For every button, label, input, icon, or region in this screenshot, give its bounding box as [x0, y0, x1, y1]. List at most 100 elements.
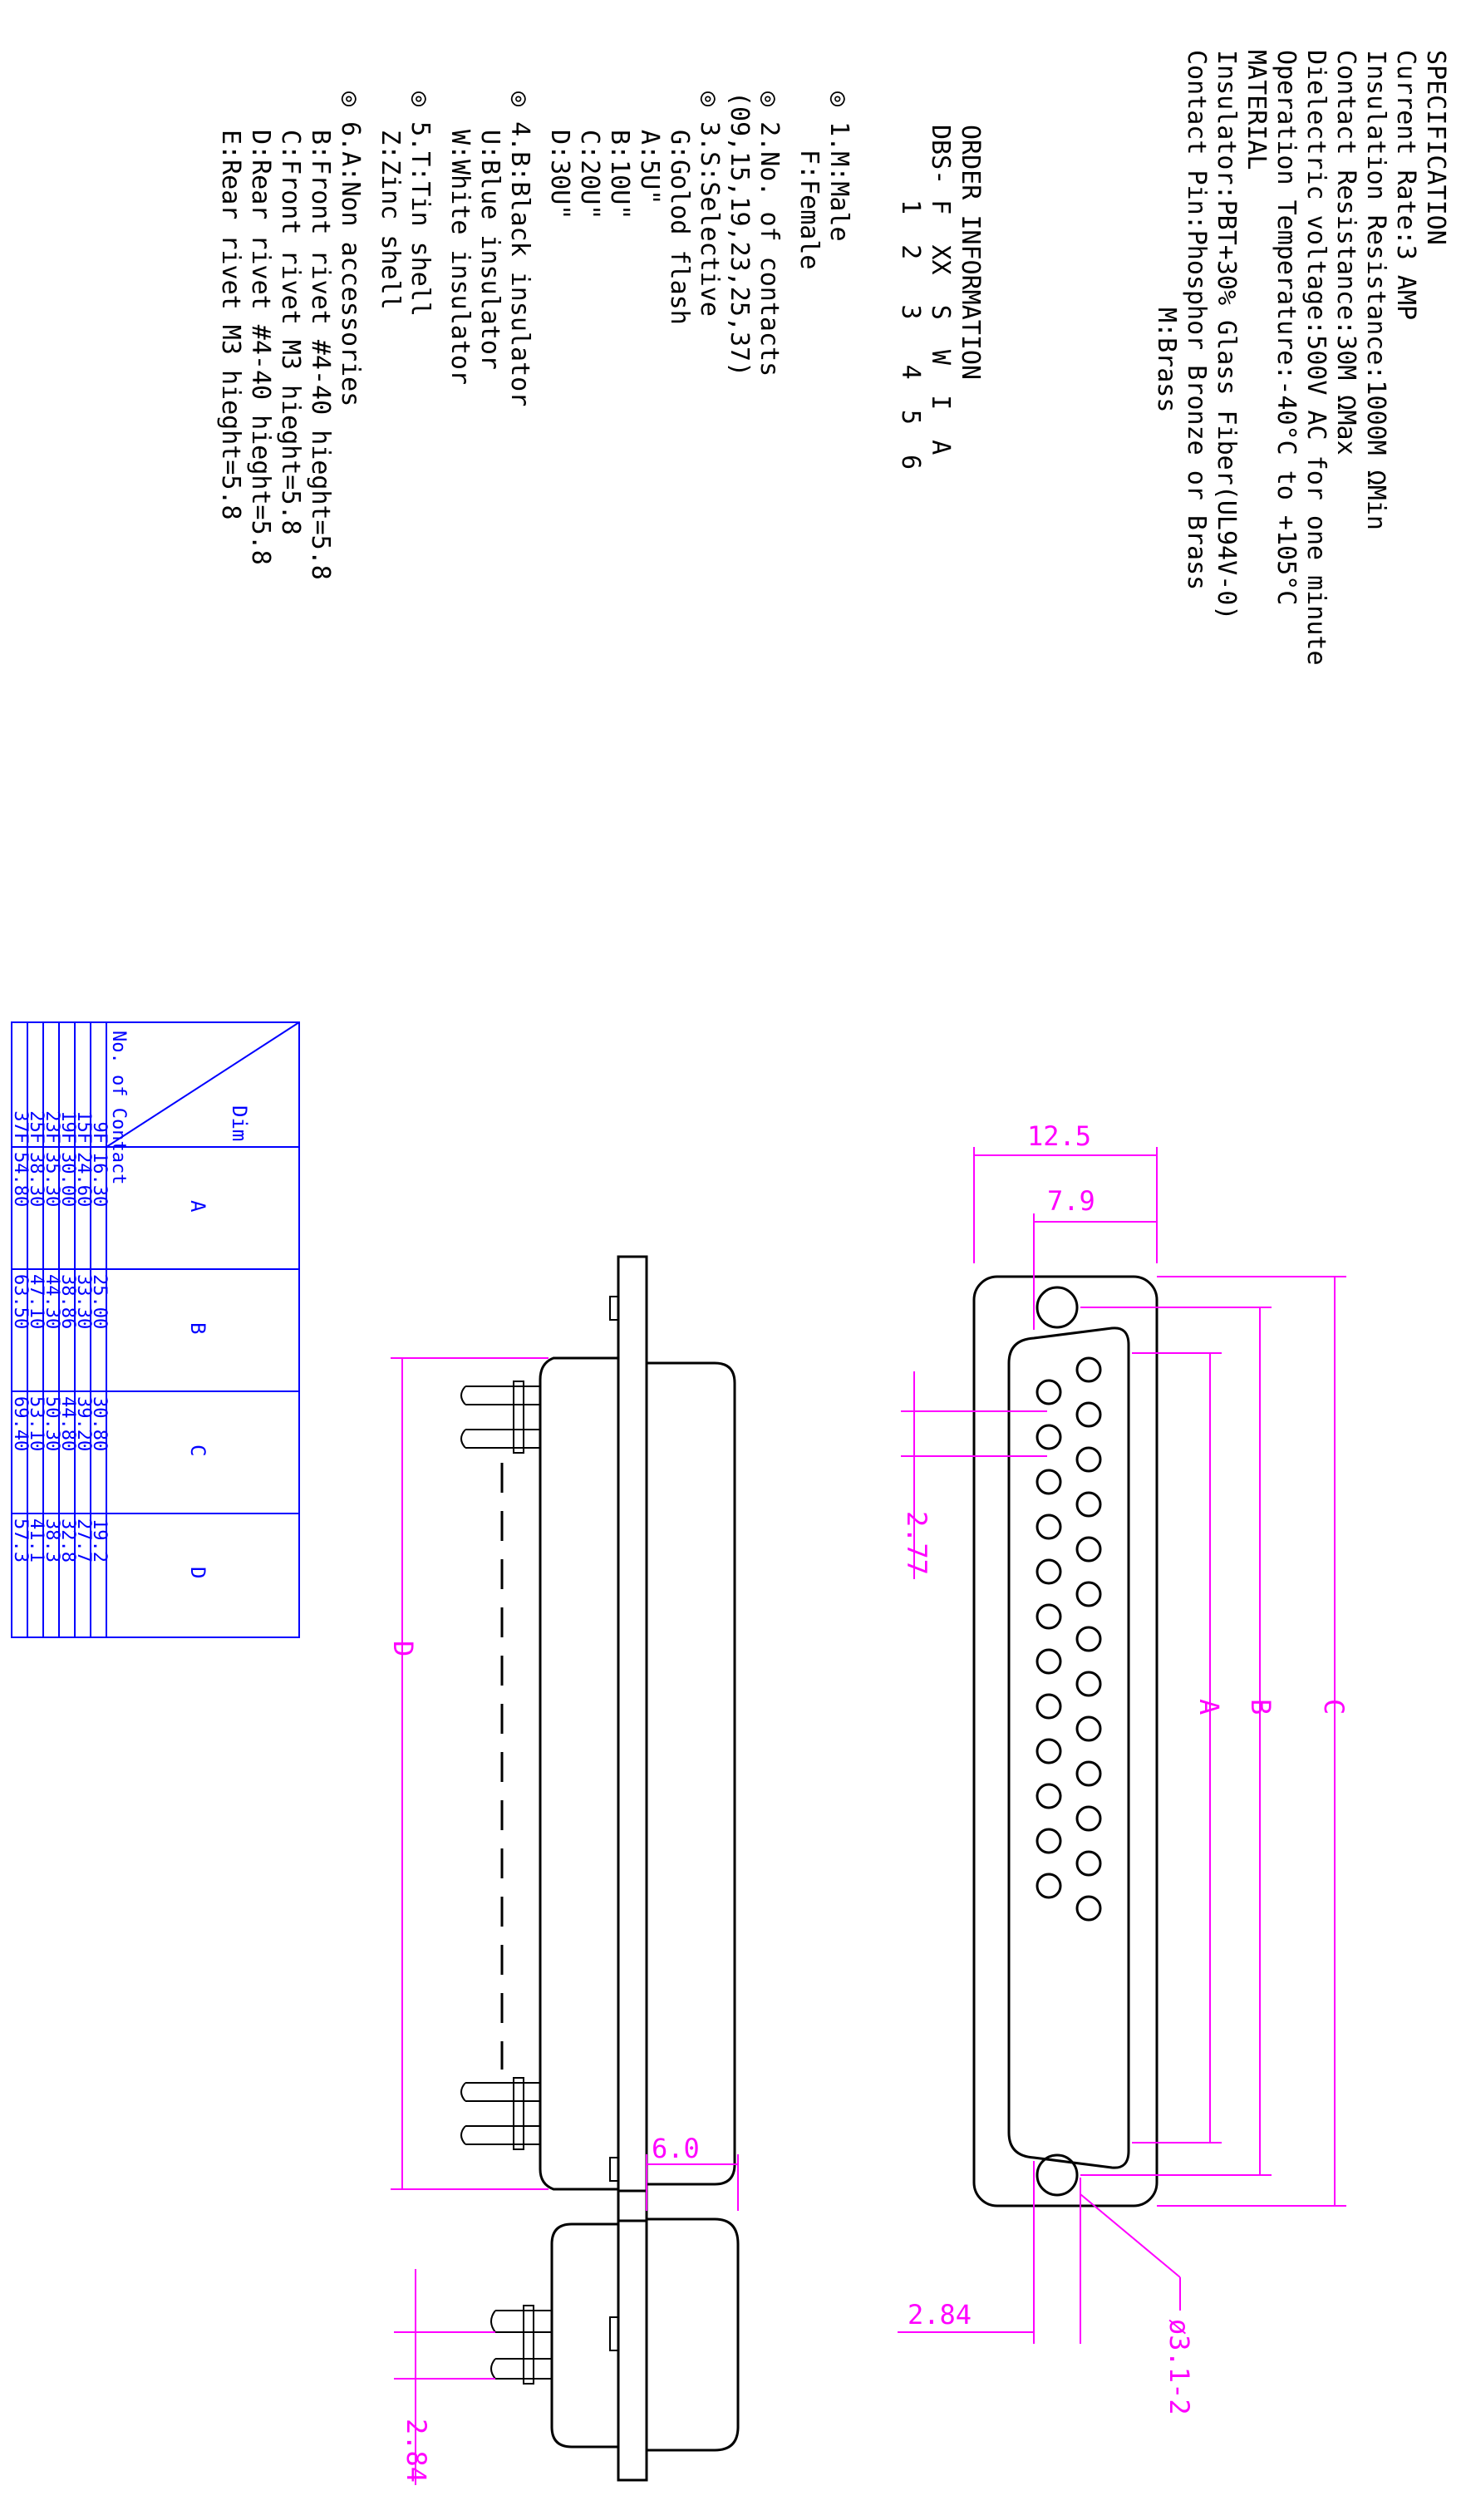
- col-header-a: A: [186, 1200, 209, 1213]
- table-cell-value: 44.80: [57, 1396, 78, 1451]
- table-cell-value: 32.8: [57, 1518, 78, 1563]
- label-c: C: [1318, 1699, 1350, 1715]
- table-cell-value: 57.3: [10, 1518, 31, 1563]
- contact-pin: [1036, 1469, 1062, 1495]
- dim-12-5: 12.5: [1027, 1120, 1091, 1152]
- option-2: ◎ 2.No. of contacts: [755, 91, 784, 377]
- end-view-dimensions: 6.0 2.84: [394, 2133, 739, 2485]
- label-d: D: [387, 1641, 419, 1656]
- option-3-b: B:10U": [605, 130, 634, 219]
- col-header-b: B: [186, 1322, 209, 1334]
- contact-pin: [1036, 1424, 1062, 1450]
- option-6-d: D:Rear rivet #4-40 hieght=5.8: [246, 130, 275, 565]
- table-cell-value: 27.7: [73, 1518, 94, 1563]
- table-cell-contact: 23F: [42, 1110, 62, 1144]
- table-cell-contact: 25F: [26, 1110, 47, 1144]
- order-information-block: ORDER INFORMATION DBS- F XX S W I A 1 2 …: [896, 125, 985, 470]
- table-cell-value: 38.30: [26, 1152, 47, 1207]
- option-3-a: A:5U": [635, 130, 664, 204]
- spec-line: Insulation Resistance:1000M ΩMin: [1361, 50, 1390, 530]
- option-3-g: G:Golod flash: [665, 130, 694, 325]
- table-cell-value: 35.30: [42, 1152, 62, 1207]
- dim-2-84-front: 2.84: [908, 2299, 972, 2331]
- table-corner-diagonal: [106, 1021, 300, 1148]
- table-rows: 9F16.3025.0030.8019.215F24.6033.3039.202…: [10, 1110, 110, 1563]
- side-pins-bottom: [460, 2077, 540, 2150]
- contact-pin: [1036, 1828, 1062, 1854]
- table-cell-value: 38.86: [57, 1274, 78, 1329]
- dim-7-9: 7.9: [1047, 1185, 1095, 1217]
- option-5: ◎ 5.T:Tin shell: [406, 91, 435, 317]
- table-cell-value: 63.50: [10, 1274, 31, 1329]
- contact-pin: [1036, 1603, 1062, 1630]
- table-border: [11, 1021, 300, 1638]
- contact-pin: [1075, 1446, 1102, 1473]
- option-4-u: U:Blue insulator: [475, 130, 504, 370]
- spec-line: Contact Resistance:30M ΩMax: [1331, 50, 1360, 455]
- spec-line: Contact Pin:Phosphor Bronze or Brass: [1182, 50, 1211, 590]
- table-cell-value: 50.30: [42, 1396, 62, 1451]
- table-cell-value: 44.30: [42, 1274, 62, 1329]
- spec-line: MATERIAL: [1242, 50, 1271, 170]
- dim-6-0: 6.0: [652, 2133, 700, 2164]
- dimension-table: Dim No. of Contact A B C D 9F16.3025.003…: [10, 1021, 300, 1638]
- dim-2-84-end: 2.84: [401, 2419, 432, 2483]
- spec-title: SPECIFICATION: [1421, 50, 1450, 245]
- contact-pin: [1075, 1671, 1102, 1697]
- contact-pin: [1075, 1760, 1102, 1787]
- table-corner-dim: Dim: [228, 1105, 251, 1141]
- table-cell-value: 30.00: [57, 1152, 78, 1207]
- front-view: [972, 1275, 1159, 2207]
- front-insulator: [1007, 1326, 1130, 2169]
- end-flange: [617, 2189, 648, 2482]
- contact-pin: [1036, 1783, 1062, 1809]
- option-5-z: Z:Zinc shell: [376, 130, 405, 310]
- spec-line: M:Brass: [1152, 308, 1181, 412]
- table-cell-contact: 19F: [57, 1110, 78, 1144]
- order-code: DBS- F XX S W I A: [926, 125, 955, 455]
- contact-pin: [1075, 1491, 1102, 1518]
- spec-line: Current Rate:3 AMP: [1391, 50, 1420, 320]
- side-boardlock-top: [609, 1296, 619, 1321]
- front-shell: [972, 1275, 1159, 2207]
- order-code-numbers: 1 2 3 4 5 6: [896, 199, 925, 470]
- option-4: ◎ 4.B:Black insulator: [505, 91, 534, 406]
- option-6-b: B:Front rivet #4-40 hieght=5.8: [306, 130, 335, 580]
- contact-pin: [1075, 1626, 1102, 1652]
- option-3: ◎ 3.S:Selective: [695, 91, 724, 317]
- table-cell-value: 38.3: [42, 1518, 62, 1563]
- option-6: ◎ 6.A:Non accessories: [336, 91, 365, 406]
- contact-pin: [1075, 1805, 1102, 1832]
- spec-line: Operation Temperature:-40°C to +105°C: [1272, 50, 1301, 605]
- table-cell-value: 33.30: [73, 1274, 94, 1329]
- col-header-d: D: [186, 1567, 209, 1578]
- option-3-c: C:20U": [575, 130, 604, 219]
- side-flange: [617, 1255, 648, 2222]
- front-view-dimensions: 12.5 7.9 2.77 A B C 2.84 ø3.1-2: [898, 1120, 1350, 2415]
- mounting-hole-bottom: [1036, 2153, 1079, 2197]
- side-pins-top: [460, 1381, 540, 1454]
- contact-pin: [1036, 1873, 1062, 1899]
- option-1-f: F:Female: [794, 150, 824, 270]
- table-cell-value: 54.80: [10, 1152, 31, 1207]
- option-1: ◎ 1.M:Male: [824, 91, 854, 242]
- table-cell-value: 30.80: [89, 1396, 110, 1451]
- option-3-d: D:30U": [545, 130, 574, 219]
- col-header-c: C: [186, 1445, 209, 1456]
- contact-pin: [1036, 1513, 1062, 1540]
- contact-pin: [1075, 1581, 1102, 1607]
- contact-pin: [1036, 1648, 1062, 1675]
- table-corner-contacts: No. of Contact: [108, 1031, 129, 1184]
- contact-pin: [1036, 1558, 1062, 1585]
- end-shroud: [645, 2217, 740, 2452]
- table-cell-contact: 15F: [73, 1110, 94, 1144]
- option-6-c: C:Front rivet M3 hieght=5.8: [276, 130, 305, 535]
- end-boardlock: [609, 2316, 619, 2351]
- dim-2-77: 2.77: [901, 1511, 932, 1575]
- side-shroud: [647, 1361, 736, 2186]
- option-2-values: (09,15,19,23,25,37): [725, 91, 754, 377]
- contact-pin: [1036, 1738, 1062, 1764]
- end-rear-body: [550, 2222, 618, 2449]
- contact-pin: [1036, 1379, 1062, 1405]
- table-cell-value: 24.60: [73, 1152, 94, 1207]
